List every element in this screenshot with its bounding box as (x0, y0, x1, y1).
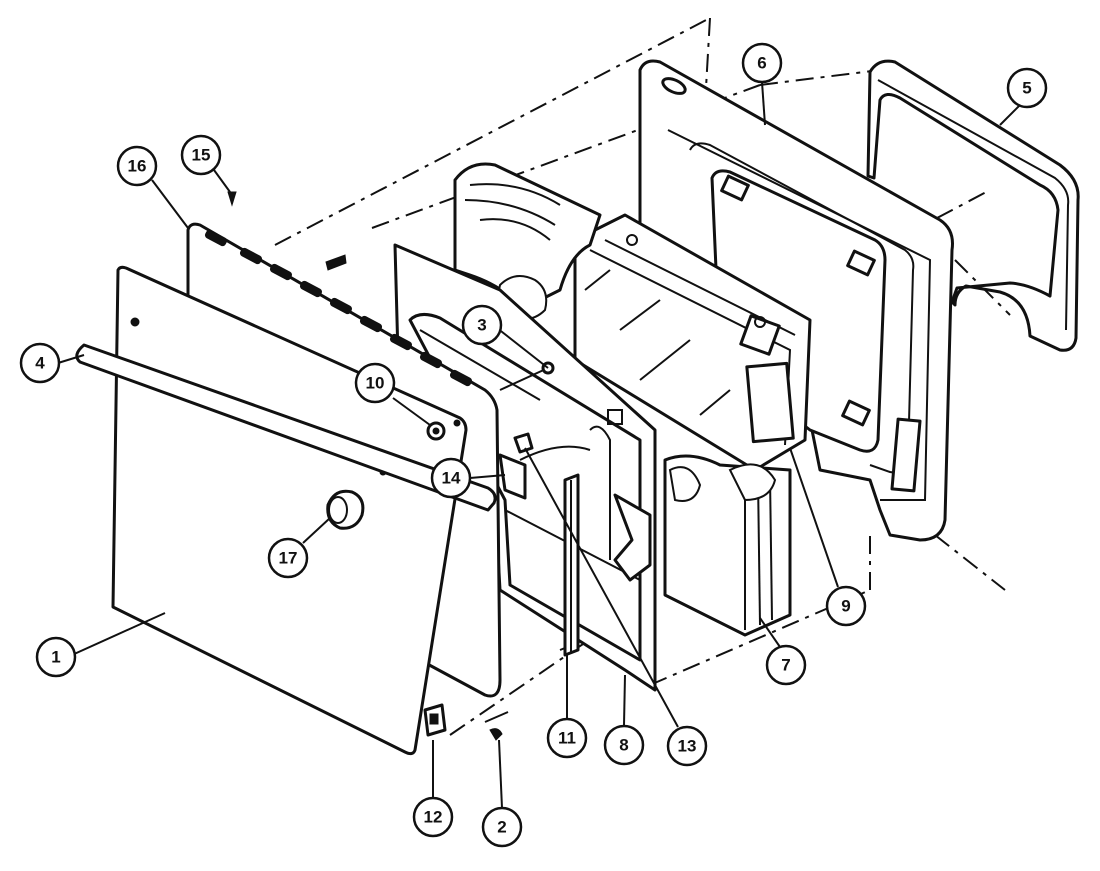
callout-5: 5 (1006, 67, 1048, 109)
trim-strip-part-11 (563, 473, 580, 657)
callout-9: 9 (825, 585, 867, 627)
callout-2: 2 (481, 806, 523, 848)
callout-14: 14 (430, 457, 472, 499)
callout-15: 15 (180, 134, 222, 176)
callout-3: 3 (461, 304, 503, 346)
hinge-clip-part-12 (423, 703, 447, 737)
callout-16: 16 (116, 145, 158, 187)
clip-part-13 (513, 432, 534, 454)
callout-label-3: 3 (477, 316, 486, 335)
door-insulation-part-7 (453, 162, 792, 637)
door-handle-part-4 (75, 343, 497, 512)
callout-13: 13 (666, 725, 708, 767)
vent-slots (204, 229, 473, 387)
callout-17: 17 (267, 537, 309, 579)
callout-label-10: 10 (366, 374, 385, 393)
callout-label-9: 9 (841, 597, 850, 616)
callout-label-17: 17 (279, 549, 298, 568)
callout-label-8: 8 (619, 736, 628, 755)
door-gasket-part-5 (866, 59, 1080, 352)
callout-1: 1 (35, 636, 77, 678)
callout-label-7: 7 (781, 656, 790, 675)
callout-10: 10 (354, 362, 396, 404)
callout-label-5: 5 (1022, 79, 1031, 98)
callout-label-13: 13 (678, 737, 697, 756)
bracket-part-14 (498, 453, 527, 500)
callout-label-1: 1 (51, 648, 60, 667)
callout-4: 4 (19, 342, 61, 384)
callout-11: 11 (546, 717, 588, 759)
callout-label-2: 2 (497, 818, 506, 837)
callout-label-12: 12 (424, 808, 443, 827)
callout-label-4: 4 (35, 354, 45, 373)
callout-12: 12 (412, 796, 454, 838)
callout-label-16: 16 (128, 157, 147, 176)
callout-8: 8 (603, 724, 645, 766)
callout-label-11: 11 (558, 729, 576, 748)
callout-label-6: 6 (757, 54, 766, 73)
callout-6: 6 (741, 42, 783, 84)
knob-part-17 (326, 489, 365, 530)
small-screw-part-2 (484, 711, 509, 741)
callout-leaders (57, 81, 1021, 809)
window-glass-part-9 (573, 213, 812, 472)
callout-label-14: 14 (442, 469, 461, 488)
screw-part-15 (227, 191, 347, 271)
nut-part-10 (426, 421, 446, 441)
inner-door-frame-part-6 (638, 59, 954, 542)
callout-label-15: 15 (192, 146, 211, 165)
callout-7: 7 (765, 644, 807, 686)
